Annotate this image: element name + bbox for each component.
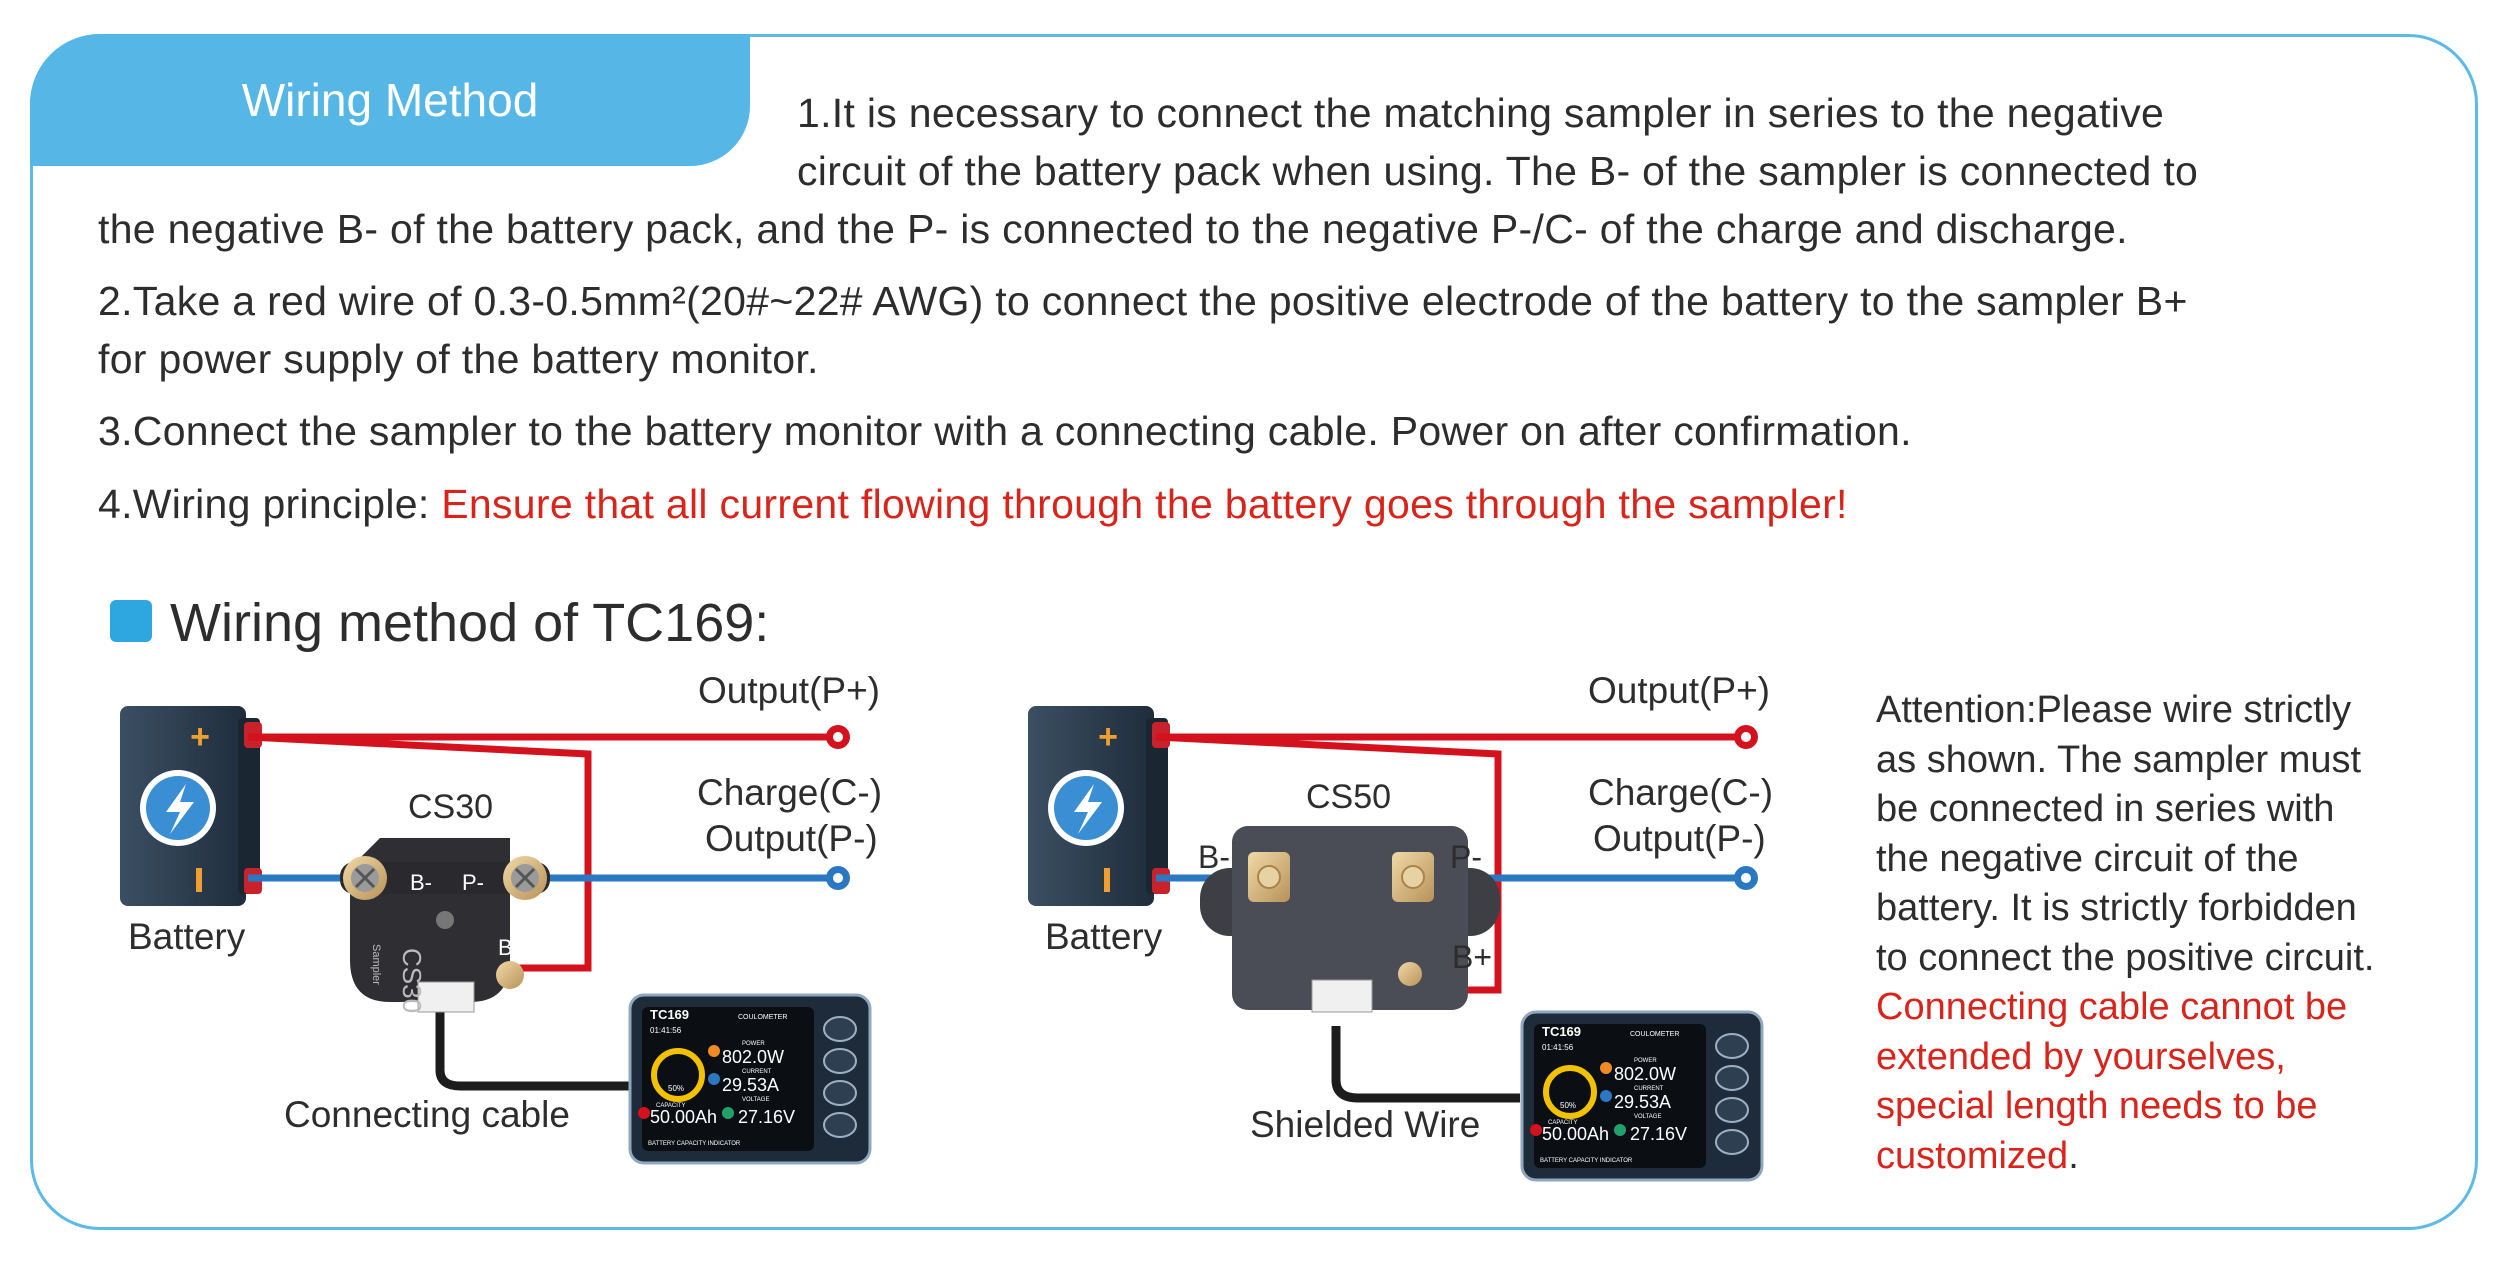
monitor-right-capacity: 50.00Ah bbox=[1542, 1124, 1609, 1144]
monitor-right-model: TC169 bbox=[1542, 1024, 1581, 1039]
cs50-sampler bbox=[1200, 826, 1500, 1013]
instruction-3: 3.Connect the sampler to the battery mon… bbox=[98, 408, 1912, 454]
instruction-1-line-3: the negative B- of the battery pack, and… bbox=[98, 206, 2128, 252]
svg-text:+: + bbox=[1098, 718, 1118, 756]
monitor-right-type: COULOMETER bbox=[1630, 1031, 1679, 1038]
cs30-body-sub: Sampler bbox=[370, 944, 382, 985]
attention-line-1: Attention:Please wire strictly bbox=[1876, 689, 2352, 731]
right-battery-label: Battery bbox=[1045, 916, 1163, 957]
monitor-right: TC169 COULOMETER 01:41:56 50% POWER 802.… bbox=[1520, 1010, 1764, 1182]
monitor-right-voltage: 27.16V bbox=[1630, 1124, 1687, 1144]
section-tab: Wiring Method bbox=[30, 34, 750, 166]
cs30-name: CS30 bbox=[408, 788, 493, 826]
cs50-b-minus: B- bbox=[1198, 839, 1230, 875]
right-diagram: + B- P- B+ CS50 bbox=[1028, 706, 1764, 1182]
cs30-sampler: CS30 Sampler bbox=[340, 838, 550, 1013]
cs30-p-minus: P- bbox=[462, 870, 484, 895]
monitor-left-power-label: POWER bbox=[742, 1041, 765, 1047]
monitor-right-percent: 50% bbox=[1560, 1101, 1576, 1110]
attention-line-4: the negative circuit of the bbox=[1876, 837, 2299, 880]
attention-warning-2: extended by yourselves, bbox=[1876, 1035, 2286, 1078]
monitor-right-time: 01:41:56 bbox=[1542, 1043, 1574, 1052]
instruction-2-line-2: for power supply of the battery monitor. bbox=[98, 336, 819, 382]
cs50-b-plus: B+ bbox=[1452, 939, 1492, 975]
attention-note: Attention:Please wire strictly as shown.… bbox=[1876, 686, 2421, 1181]
monitor-left-power: 802.0W bbox=[722, 1047, 784, 1067]
left-output-minus: Output(P-) bbox=[705, 818, 878, 859]
section-square-icon bbox=[110, 600, 152, 642]
cs50-p-minus: P- bbox=[1450, 839, 1482, 875]
monitor-left-voltage-label: VOLTAGE bbox=[742, 1097, 769, 1103]
right-output-plus: Output(P+) bbox=[1588, 670, 1771, 711]
left-charge-minus: Charge(C-) bbox=[697, 772, 883, 813]
monitor-right-footer: BATTERY CAPACITY INDICATOR bbox=[1540, 1158, 1633, 1164]
battery-left: + bbox=[120, 706, 262, 906]
attention-line-5: battery. It is strictly forbidden bbox=[1876, 887, 2357, 929]
attention-end: . bbox=[2068, 1134, 2079, 1177]
monitor-left-percent: 50% bbox=[668, 1084, 684, 1093]
monitor-right-capacity-label: CAPACITY bbox=[1548, 1120, 1578, 1126]
instruction-1-line-1: 1.It is necessary to connect the matchin… bbox=[797, 90, 2165, 136]
left-output-plus: Output(P+) bbox=[698, 670, 881, 711]
instruction-4-highlight: Ensure that all current flowing through … bbox=[441, 481, 1848, 527]
attention-warning-3: special length needs to be bbox=[1876, 1085, 2318, 1127]
monitor-left-current: 29.53A bbox=[722, 1075, 779, 1095]
attention-warning-1: Connecting cable cannot be bbox=[1876, 986, 2348, 1028]
tab-title: Wiring Method bbox=[241, 74, 539, 126]
battery-right: + bbox=[1028, 706, 1170, 906]
right-charge-minus: Charge(C-) bbox=[1588, 772, 1774, 813]
monitor-left-type: COULOMETER bbox=[738, 1014, 787, 1021]
left-cable-label: Connecting cable bbox=[284, 1094, 570, 1135]
monitor-left-capacity-label: CAPACITY bbox=[656, 1103, 686, 1109]
monitor-right-voltage-label: VOLTAGE bbox=[1634, 1114, 1661, 1120]
monitor-right-power: 802.0W bbox=[1614, 1064, 1676, 1084]
right-cable-label: Shielded Wire bbox=[1250, 1104, 1481, 1145]
left-battery-label: Battery bbox=[128, 916, 246, 957]
instruction-2-line-1: 2.Take a red wire of 0.3-0.5mm²(20#~22# … bbox=[98, 278, 2188, 324]
attention-line-2: as shown. The sampler must bbox=[1876, 738, 2362, 781]
monitor-right-current-label: CURRENT bbox=[1634, 1086, 1664, 1092]
monitor-left-current-label: CURRENT bbox=[742, 1069, 772, 1075]
instruction-4: 4.Wiring principle: Ensure that all curr… bbox=[98, 475, 1848, 533]
attention-line-3: be connected in series with bbox=[1876, 788, 2335, 830]
monitor-right-power-label: POWER bbox=[1634, 1058, 1657, 1064]
monitor-left-time: 01:41:56 bbox=[650, 1026, 682, 1035]
attention-line-6: to connect the positive circuit. bbox=[1876, 936, 2375, 979]
monitor-left: TC169 COULOMETER 01:41:56 50% POWER 802.… bbox=[628, 993, 872, 1165]
svg-text:+: + bbox=[190, 718, 210, 756]
attention-warning-4: customized bbox=[1876, 1134, 2069, 1177]
monitor-left-footer: BATTERY CAPACITY INDICATOR bbox=[648, 1141, 741, 1147]
attention-warning-4-line: customized. bbox=[1876, 1132, 2421, 1182]
cs30-b-minus: B- bbox=[410, 870, 432, 895]
section-title: Wiring method of TC169: bbox=[170, 593, 770, 653]
right-output-minus: Output(P-) bbox=[1593, 818, 1766, 859]
left-diagram: + CS30 Sampler B- P- B+ CS bbox=[120, 706, 872, 1165]
cs50-name: CS50 bbox=[1306, 778, 1391, 816]
monitor-right-current: 29.53A bbox=[1614, 1092, 1671, 1112]
monitor-left-model: TC169 bbox=[650, 1007, 689, 1022]
instruction-4-prefix: 4.Wiring principle: bbox=[98, 481, 442, 527]
instruction-1-line-2: circuit of the battery pack when using. … bbox=[797, 148, 2199, 194]
cs30-b-plus: B+ bbox=[498, 935, 526, 960]
svg-text:CS30: CS30 bbox=[397, 948, 427, 1013]
content-frame bbox=[30, 34, 2478, 1230]
monitor-left-capacity: 50.00Ah bbox=[650, 1107, 717, 1127]
monitor-left-voltage: 27.16V bbox=[738, 1107, 795, 1127]
